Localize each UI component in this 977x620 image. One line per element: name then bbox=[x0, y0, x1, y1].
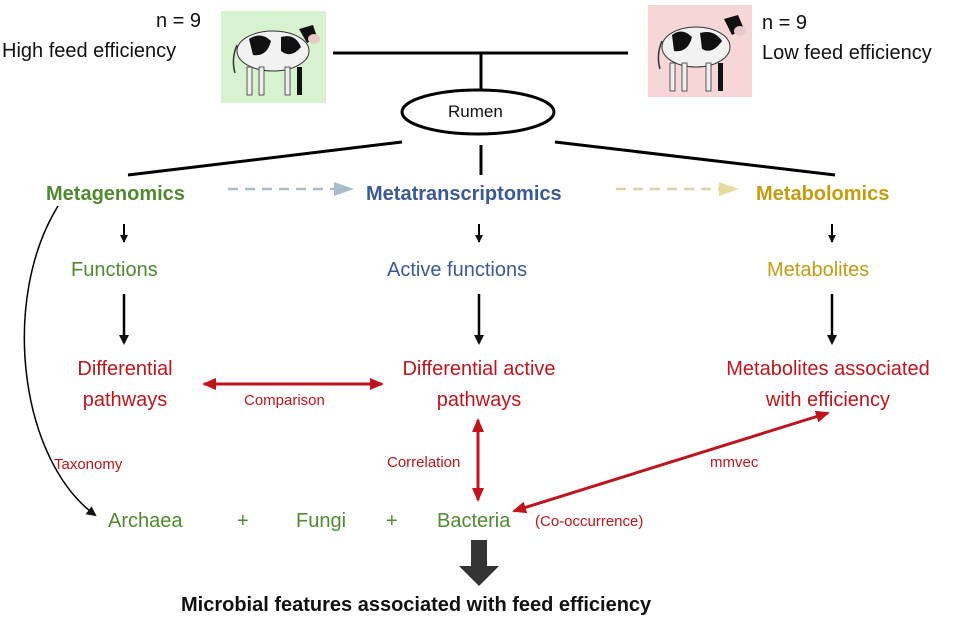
branch-metagenomics bbox=[127, 140, 403, 177]
dashed-arrow-head-2 bbox=[719, 182, 739, 196]
taxonomy-label: Taxonomy bbox=[54, 456, 123, 473]
low-group-n: n = 9 bbox=[762, 12, 808, 34]
final-arrow-head bbox=[459, 566, 499, 586]
metabolites-associated-line1: Metabolites associated bbox=[726, 358, 930, 380]
metabolomics-label: Metabolomics bbox=[756, 183, 890, 205]
high-efficiency-cow-image bbox=[221, 11, 326, 103]
functions-label: Functions bbox=[71, 259, 158, 281]
high-group-n: n = 9 bbox=[156, 10, 202, 32]
plus-sign-1: + bbox=[237, 510, 249, 532]
comparison-label: Comparison bbox=[244, 392, 325, 409]
taxonomy-curve bbox=[23, 205, 97, 517]
archaea-label: Archaea bbox=[108, 510, 183, 532]
differential-pathways-line2: pathways bbox=[82, 389, 168, 411]
metabolites-label: Metabolites bbox=[767, 259, 870, 281]
rumen-ellipse bbox=[400, 88, 556, 136]
conclusion-label: Microbial features associated with feed … bbox=[181, 594, 652, 616]
final-arrow-shaft bbox=[471, 540, 487, 568]
active-functions-label: Active functions bbox=[387, 259, 528, 281]
cow-icon bbox=[221, 11, 326, 103]
cooccurrence-label: (Co-occurrence) bbox=[535, 513, 644, 530]
mmvec-arrow bbox=[512, 410, 830, 514]
metabolites-associated-line2: with efficiency bbox=[765, 389, 891, 411]
branch-metabolomics bbox=[554, 140, 836, 177]
correlation-label: Correlation bbox=[387, 454, 461, 471]
cow-icon bbox=[648, 5, 752, 97]
fungi-label: Fungi bbox=[296, 510, 347, 532]
low-efficiency-cow-image bbox=[648, 5, 752, 97]
differential-active-pathways-line1: Differential active bbox=[402, 358, 556, 380]
metagenomics-label: Metagenomics bbox=[46, 183, 185, 205]
low-group-label: Low feed efficiency bbox=[762, 42, 932, 64]
differential-active-pathways-line2: pathways bbox=[436, 389, 522, 411]
rumen-label: Rumen bbox=[448, 102, 503, 121]
dashed-arrow-head-1 bbox=[334, 182, 354, 196]
plus-sign-2: + bbox=[386, 510, 398, 532]
differential-pathways-line1: Differential bbox=[77, 358, 173, 380]
bacteria-label: Bacteria bbox=[437, 510, 511, 532]
mmvec-label: mmvec bbox=[710, 454, 759, 471]
high-group-label: High feed efficiency bbox=[2, 40, 177, 62]
metatranscriptomics-label: Metatranscriptomics bbox=[366, 183, 562, 205]
